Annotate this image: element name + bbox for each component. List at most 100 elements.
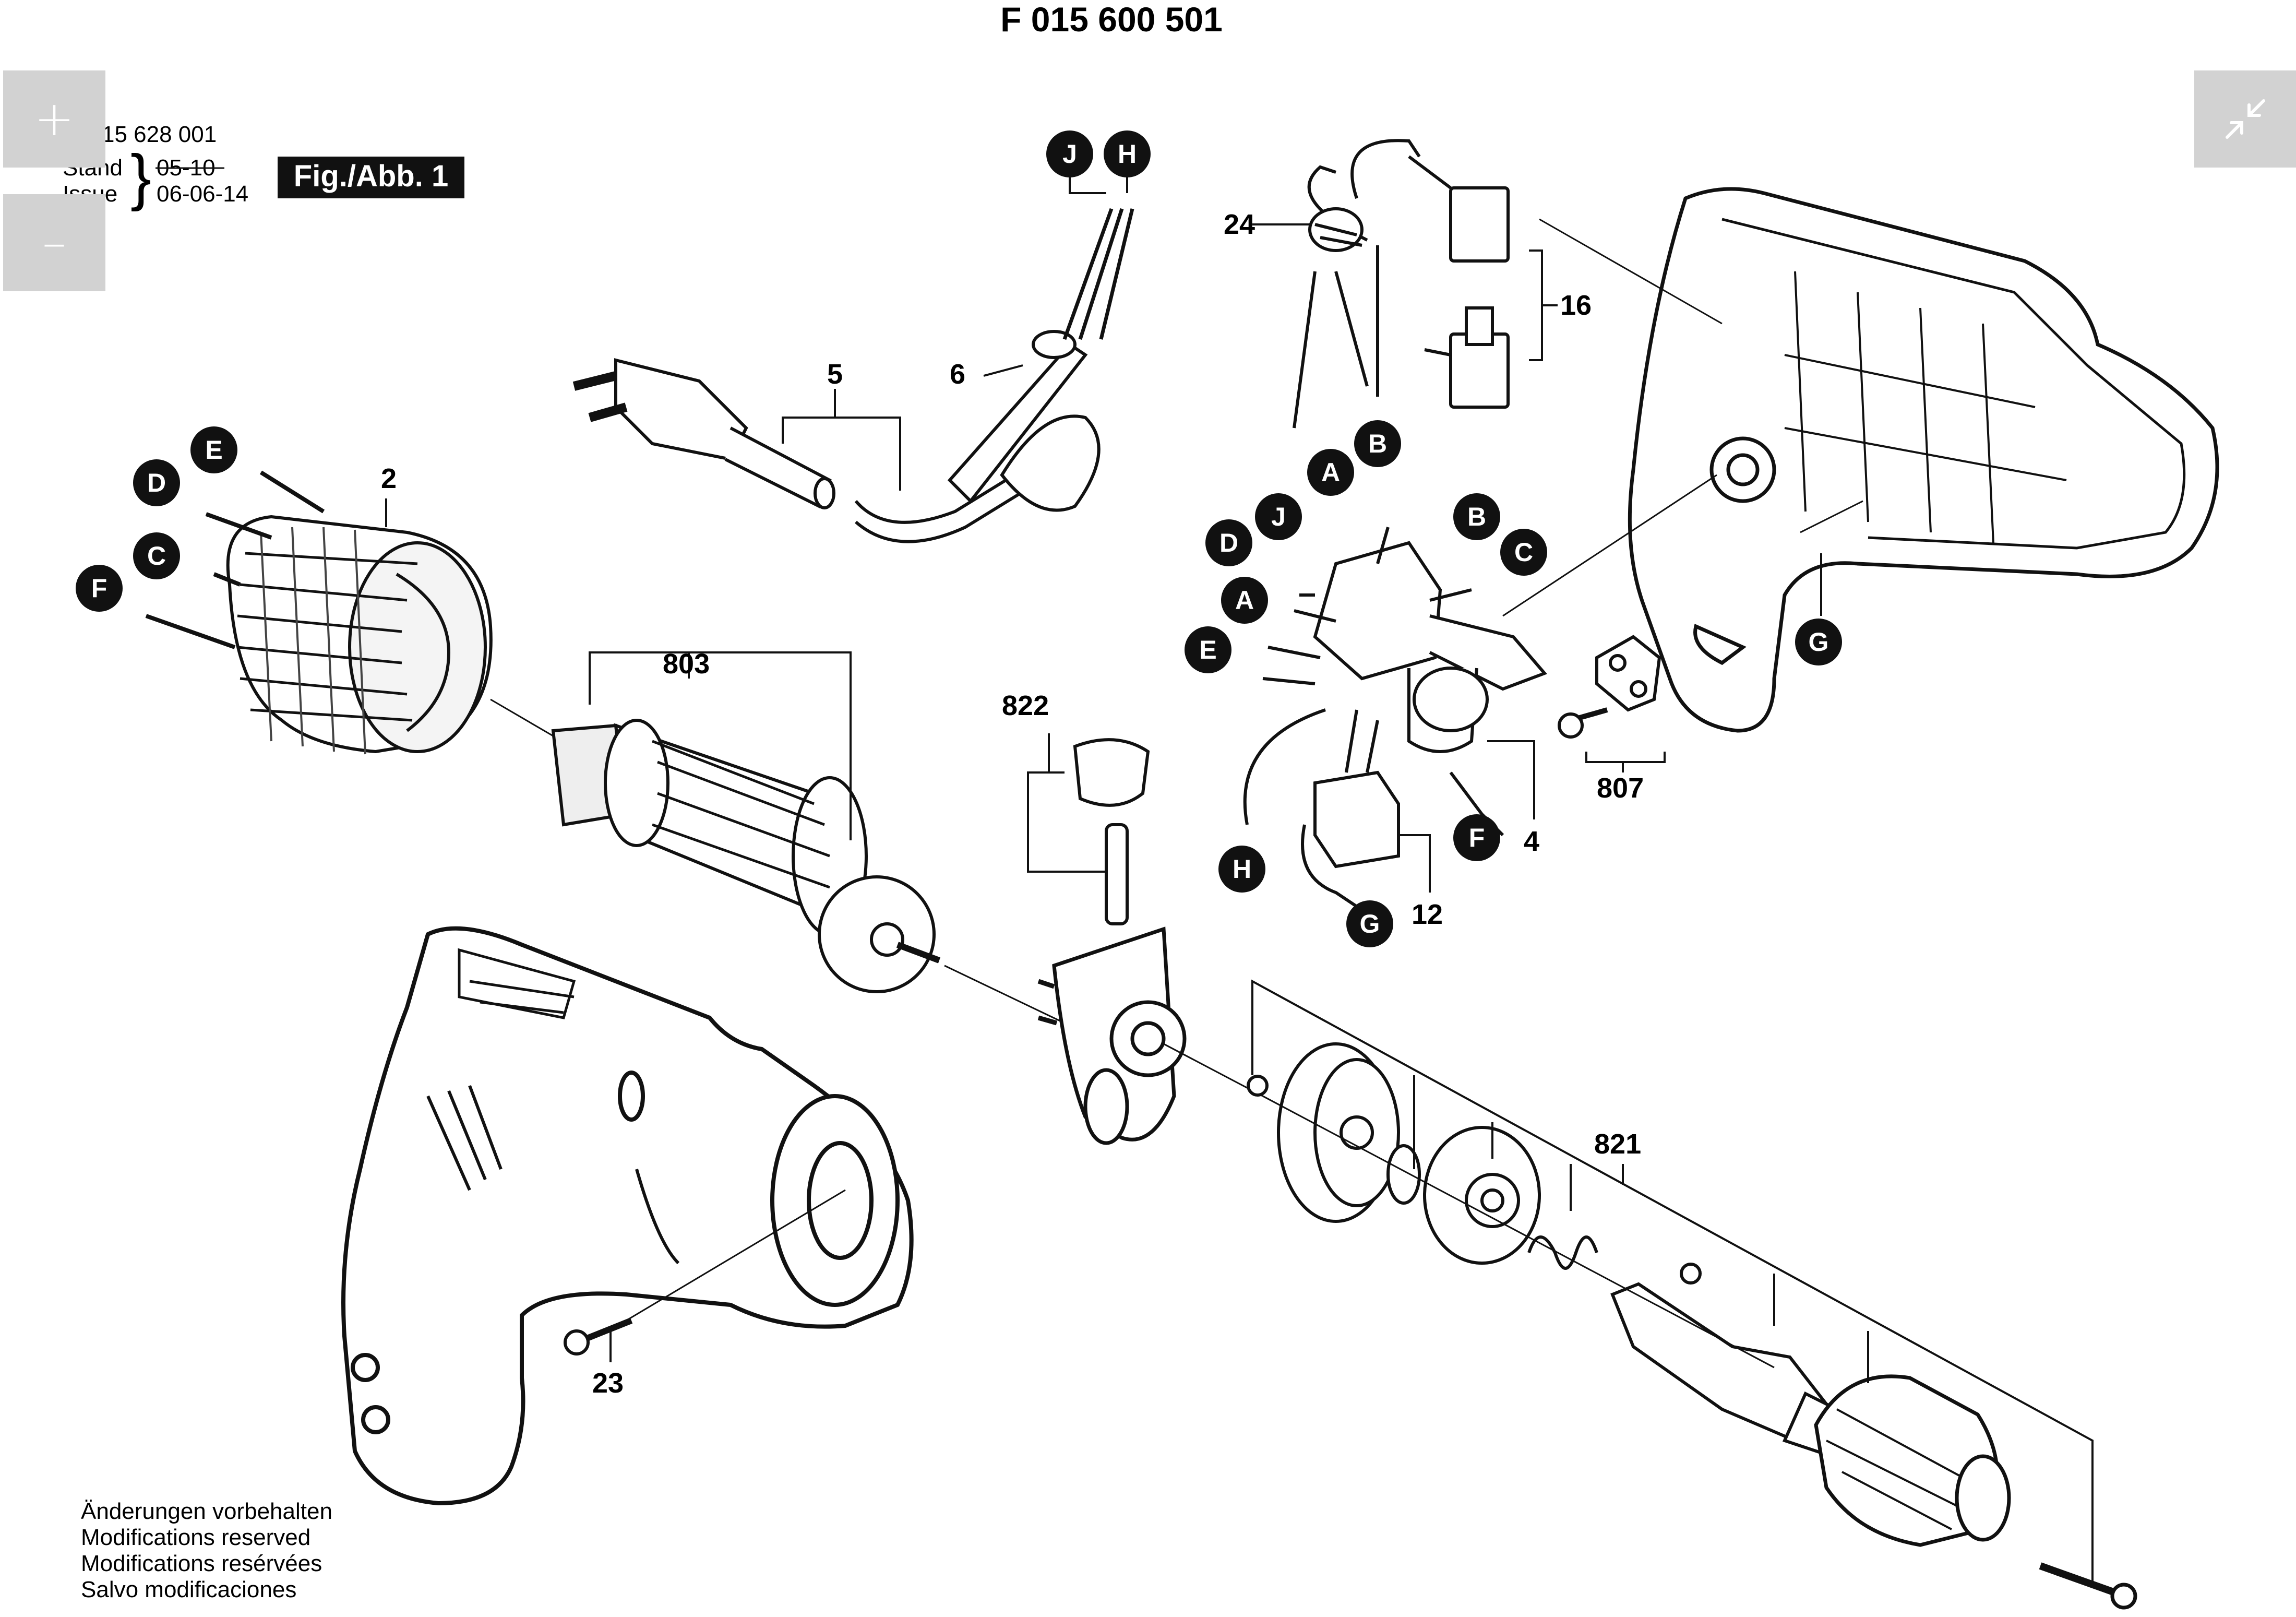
svg-text:B: B <box>1467 502 1486 531</box>
exit-fullscreen-button[interactable] <box>2194 70 2296 168</box>
connector-callout: G <box>1795 619 1842 665</box>
part-label: 2 <box>381 463 397 494</box>
part-6-cable <box>854 208 1134 543</box>
connector-callout: E <box>1185 626 1231 673</box>
part-23-screw <box>564 1317 633 1356</box>
part-12-capacitor <box>1301 709 1400 915</box>
part-label: 803 <box>663 648 710 680</box>
connector-callout: C <box>1500 529 1547 576</box>
connector-callout: C <box>133 532 180 579</box>
bracket <box>589 651 852 840</box>
connector-callout: D <box>1205 519 1252 566</box>
figure-label: Fig./Abb. 1 <box>294 159 448 193</box>
connector-callout: F <box>76 565 123 612</box>
assembly-axis <box>626 1189 846 1322</box>
bracket <box>1027 771 1106 873</box>
svg-text:H: H <box>1233 854 1251 884</box>
svg-text:E: E <box>1199 635 1216 664</box>
part-4-switch <box>1299 527 1548 753</box>
svg-text:F: F <box>91 574 107 603</box>
svg-text:G: G <box>1360 909 1380 938</box>
housing-half-right <box>1628 187 2219 733</box>
connector-callout: J <box>1255 493 1302 540</box>
part-803-armature <box>551 719 941 993</box>
part-16-connectors <box>1408 155 1510 409</box>
part-5-plug <box>572 358 835 509</box>
svg-text:A: A <box>1321 458 1340 487</box>
svg-text:A: A <box>1235 586 1254 615</box>
bracket <box>1585 752 1666 763</box>
svg-text:J: J <box>1271 502 1286 531</box>
part-label: 12 <box>1412 899 1443 930</box>
connector-callout: A <box>1307 449 1354 496</box>
svg-text:D: D <box>147 468 166 497</box>
connector-callout: E <box>190 426 237 473</box>
bracket <box>782 417 901 491</box>
part-label: 16 <box>1560 290 1592 321</box>
leader <box>1487 740 1535 819</box>
part-label: 24 <box>1224 209 1255 240</box>
leader <box>1398 834 1431 893</box>
zoom-out-button[interactable]: – <box>3 194 105 291</box>
footer-note: Modifications reserved <box>81 1525 310 1550</box>
sheet-title: F 015 600 501 <box>1000 0 1223 39</box>
collapse-arrows-icon <box>2226 99 2265 139</box>
connector-callout: H <box>1218 846 1265 893</box>
drill-chuck <box>1814 1374 2137 1610</box>
part-label: 5 <box>827 359 843 390</box>
connector-callout: B <box>1354 420 1401 467</box>
footer-note: Modifications resérvées <box>81 1551 322 1576</box>
bracket-ticks <box>1413 1075 1869 1383</box>
assembly-axis <box>1163 1043 1263 1097</box>
part-label: 6 <box>950 359 965 390</box>
assembly-axis <box>1502 474 1717 617</box>
figure-label-box <box>278 157 464 198</box>
connector-callout: A <box>1221 577 1268 624</box>
connector-callout: F <box>1453 814 1500 861</box>
svg-text:G: G <box>1809 627 1829 657</box>
assembly-axis <box>944 965 1065 1024</box>
bracket <box>1529 249 1543 361</box>
part-label: 821 <box>1594 1128 1641 1160</box>
part-2-wires <box>145 470 325 649</box>
svg-text:H: H <box>1118 139 1137 169</box>
svg-text:B: B <box>1368 429 1387 458</box>
svg-text:C: C <box>1514 538 1533 567</box>
plus-icon: + <box>34 91 75 147</box>
gearbox-cover <box>1037 926 1187 1145</box>
footer-note: Änderungen vorbehalten <box>81 1499 332 1524</box>
part-label: 807 <box>1597 772 1644 804</box>
assembly-axis <box>1800 500 1863 533</box>
svg-text:F: F <box>1469 823 1485 852</box>
assembly-axis <box>1539 218 1723 325</box>
zoom-in-button[interactable]: + <box>3 70 105 168</box>
connector-callout: D <box>133 459 180 506</box>
part-807-clamp <box>1558 635 1661 739</box>
connector-callout: H <box>1104 130 1151 177</box>
drawing-number: 15 628 001 <box>102 122 217 147</box>
assembly-axis <box>490 698 554 737</box>
connector-callout: J <box>1046 130 1093 177</box>
part-822-knob <box>1073 738 1150 925</box>
assembly-axis <box>1262 1095 1775 1369</box>
bracket <box>1251 979 2094 1587</box>
minus-icon: – <box>42 215 66 270</box>
connector-callout: B <box>1453 493 1500 540</box>
svg-text:E: E <box>205 435 222 465</box>
footer-note: Salvo modificaciones <box>81 1577 296 1602</box>
part-label: 4 <box>1524 826 1539 857</box>
issue-date: 06-06-14 <box>157 181 248 207</box>
brace: } <box>130 142 151 212</box>
part-label: 23 <box>592 1368 624 1399</box>
connector-callout: G <box>1346 900 1393 947</box>
housing-half-left <box>341 926 914 1506</box>
part-24-coil <box>1293 139 1421 429</box>
svg-text:J: J <box>1062 139 1077 169</box>
part-2-stator <box>226 515 493 755</box>
part-label: 822 <box>1002 690 1049 721</box>
svg-text:C: C <box>147 541 166 570</box>
part-821-gear-train <box>1247 1042 1860 1464</box>
svg-text:D: D <box>1219 528 1238 557</box>
